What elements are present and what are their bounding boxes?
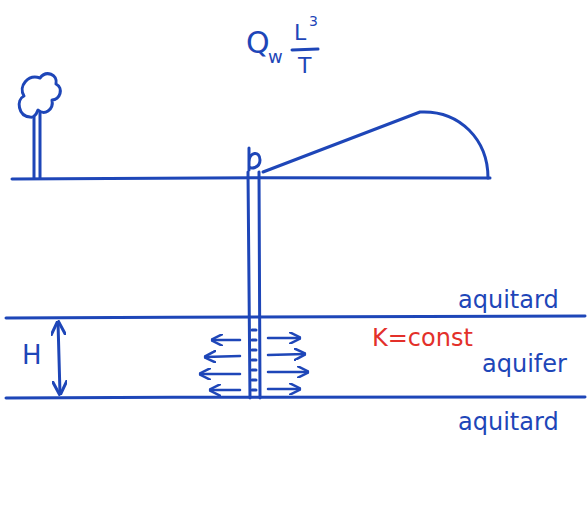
unit-exponent: 3	[309, 14, 318, 28]
ground-surface	[12, 178, 490, 179]
thickness-label: H	[22, 342, 42, 368]
tree-trunk	[34, 112, 40, 178]
layer-label: aquifer	[482, 352, 567, 376]
subscript: w	[268, 48, 283, 66]
well-screen	[252, 330, 256, 390]
well-casing	[248, 172, 260, 398]
well-head	[249, 148, 260, 170]
flow-arrows	[200, 338, 308, 390]
lower-confining-boundary	[6, 397, 585, 398]
layer-label: aquitard	[458, 410, 559, 434]
unit-length: L	[294, 22, 306, 44]
flow-rate-symbol: Q	[246, 28, 270, 58]
fraction-bar	[292, 49, 318, 50]
upper-confining-boundary	[6, 316, 585, 318]
cone-of-depression	[263, 112, 488, 178]
unit-time: T	[298, 55, 311, 77]
conductivity-note: K=const	[372, 326, 473, 350]
layer-label: aquitard	[458, 288, 559, 312]
thickness-line	[58, 322, 60, 394]
